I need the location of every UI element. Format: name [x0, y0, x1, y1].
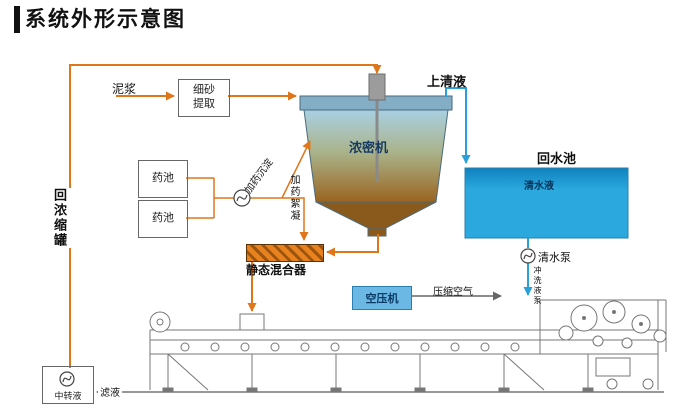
supernatant-label: 上清液	[427, 74, 467, 89]
chemical-pool-bottom-label: 药池	[152, 212, 174, 225]
return-water-pool-label: 回水池	[537, 151, 577, 166]
thickener-label: 浓密机	[349, 140, 389, 155]
belt-rollers	[180, 342, 520, 352]
transfer-pump-icon	[59, 371, 75, 387]
clear-water-pump-icon	[520, 248, 536, 264]
filtrate-label: 滤液	[98, 384, 122, 399]
press-motor	[595, 357, 631, 377]
utility-lines	[96, 291, 664, 397]
compressed-air-label: 压缩空气	[433, 287, 473, 298]
fine-sand-extraction-box: 细砂提取	[178, 79, 230, 117]
chemical-dosing-pipes	[186, 140, 311, 241]
static-mixer-shape	[246, 244, 324, 262]
dosing-pump-icon	[233, 189, 251, 207]
chemical-pool-top-label: 药池	[152, 172, 174, 185]
clear-water-pump-label: 清水泵	[538, 252, 571, 264]
air-compressor-label: 空压机	[365, 293, 399, 305]
clear-water-label: 清水液	[524, 181, 554, 192]
page-title: 系统外形示意图	[14, 6, 186, 33]
underflow-to-mixer-pipe	[326, 234, 379, 257]
return-water-pool	[464, 167, 629, 239]
return-concentrate-tank-label: 回浓缩罐	[48, 188, 71, 248]
fine-sand-extraction-label: 细砂提取	[193, 84, 215, 110]
chemical-pool-top-box: 药池	[138, 160, 188, 198]
mud-label: 泥浆	[112, 82, 137, 96]
transfer-liquid-label: 中转液	[54, 390, 82, 401]
flush-pump-label: 冲洗液泵	[533, 266, 542, 306]
dosing-flocculation-label: 加药絮凝	[288, 174, 299, 222]
supernatant-pipe	[445, 87, 471, 164]
chemical-pool-bottom-box: 药池	[138, 200, 188, 238]
feed-hopper	[239, 313, 265, 331]
roller-cluster	[558, 300, 667, 349]
static-mixer-label: 静态混合器	[246, 263, 307, 277]
belt-filter-press	[149, 299, 667, 392]
transfer-liquid-box: 中转液	[42, 366, 94, 404]
air-compressor-box: 空压机	[352, 286, 412, 310]
thickener-tank	[299, 73, 453, 237]
pump-icons	[59, 189, 536, 387]
legs	[162, 353, 594, 392]
blue-pipes	[445, 87, 533, 296]
